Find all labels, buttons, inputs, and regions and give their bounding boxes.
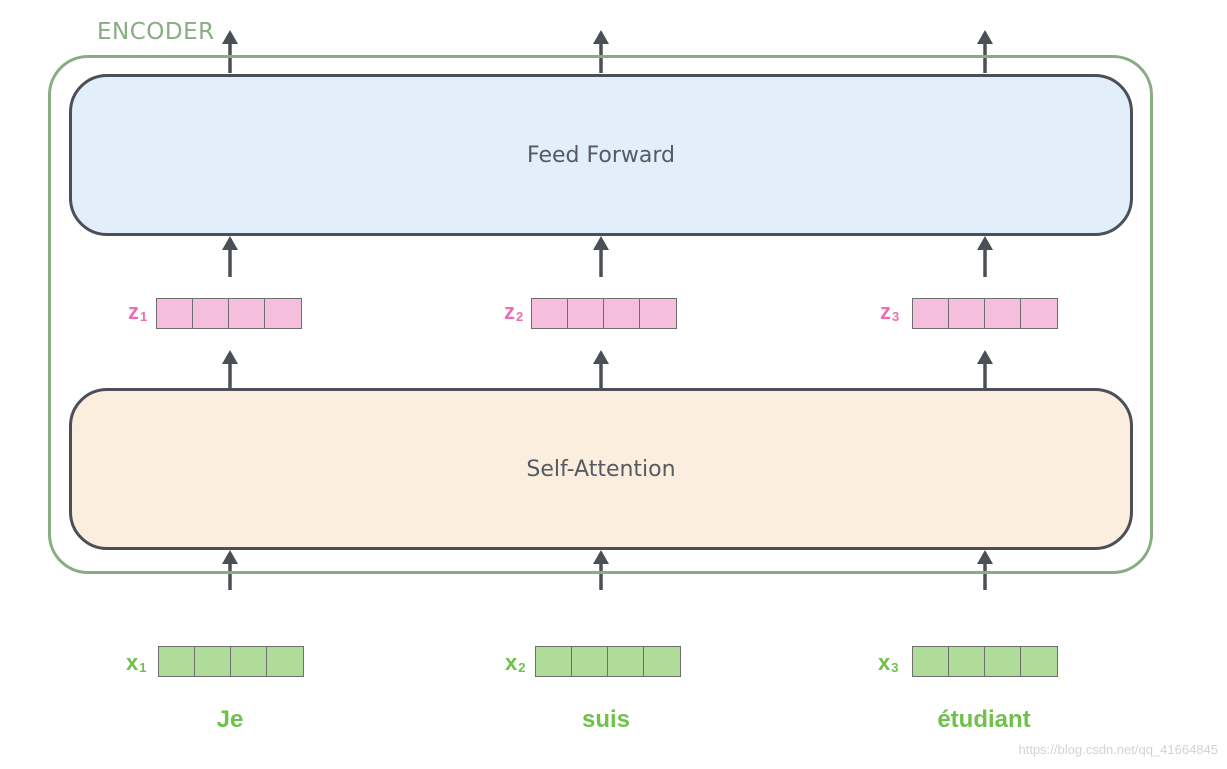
z3-label: z3 [880,299,900,324]
x1-label: x1 [126,650,147,675]
arrow-1-2 [222,236,238,277]
watermark: https://blog.csdn.net/qq_41664845 [1018,742,1219,757]
self-attention-label: Self-Attention [526,456,676,482]
x3-vector [912,646,1058,677]
z1-vector [156,298,302,329]
arrow-1-4 [222,550,238,590]
z1-label: z1 [128,299,148,324]
self-attention-layer: Self-Attention [69,388,1133,550]
word-3: étudiant [937,706,1031,733]
word-1: Je [216,706,244,733]
feed-forward-label: Feed Forward [527,142,675,168]
x2-label: x2 [505,650,526,675]
arrow-3-4 [977,550,993,590]
z3-vector [912,298,1058,329]
arrow-2-3 [593,350,609,390]
arrow-2-2 [593,236,609,277]
arrow-2-4 [593,550,609,590]
z2-label: z2 [504,299,524,324]
encoder-label: ENCODER [95,19,217,45]
x1-vector [158,646,304,677]
x3-label: x3 [878,650,899,675]
feed-forward-layer: Feed Forward [69,74,1133,236]
word-2: suis [581,706,631,733]
arrow-3-3 [977,350,993,390]
x2-vector [535,646,681,677]
encoder-frame [48,55,1153,574]
z2-vector [531,298,677,329]
arrow-3-2 [977,236,993,277]
arrow-1-3 [222,350,238,390]
